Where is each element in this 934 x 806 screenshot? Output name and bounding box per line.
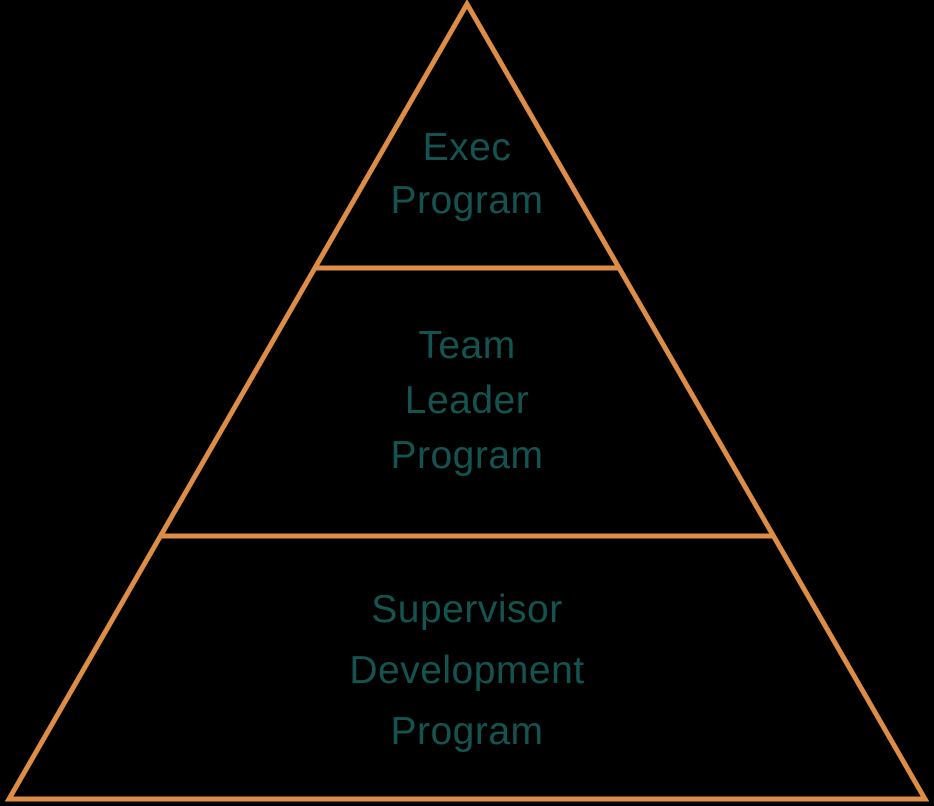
tier-label-exec-program: Exec Program bbox=[0, 121, 934, 227]
tier-label-line: Supervisor bbox=[371, 588, 563, 631]
tier-label-line: Program bbox=[390, 434, 544, 477]
tier-label-line: Team bbox=[418, 324, 516, 367]
tier-label-line: Leader bbox=[404, 379, 530, 422]
tier-label-line: Program bbox=[390, 179, 544, 222]
tier-label-line: Exec bbox=[422, 126, 512, 169]
tier-label-supervisor-development-program: Supervisor Development Program bbox=[0, 579, 934, 762]
pyramid-triangle-outline bbox=[4, 0, 930, 802]
tier-label-line: Development bbox=[349, 649, 585, 692]
tier-label-line: Program bbox=[390, 710, 544, 753]
tier-label-team-leader-program: Team Leader Program bbox=[0, 318, 934, 483]
